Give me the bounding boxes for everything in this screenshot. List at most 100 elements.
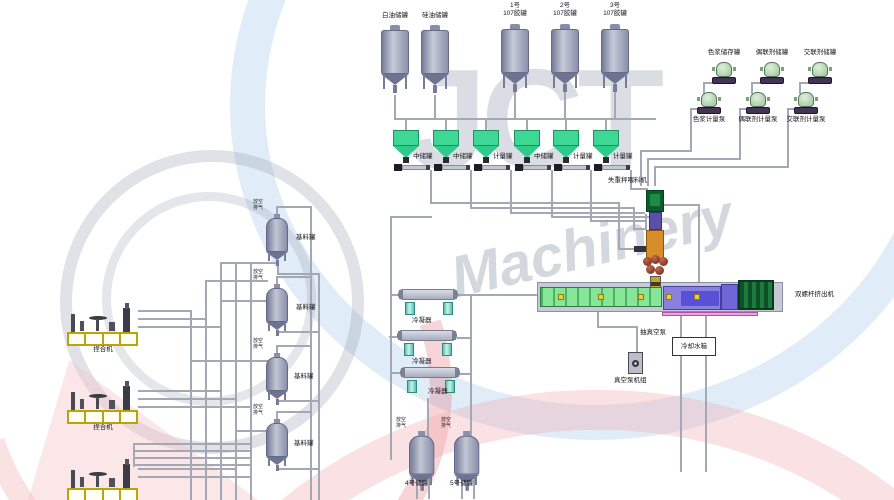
- pipe-segment: [133, 457, 252, 459]
- kneader-disc: [89, 316, 107, 320]
- pipe-segment: [654, 166, 656, 186]
- tank-vent-note: 放空排气: [253, 269, 264, 281]
- cooling-water-box: 冷却水箱: [672, 337, 716, 356]
- silo-cone: [381, 74, 409, 85]
- pipe-segment: [636, 326, 638, 352]
- pipe-segment: [739, 108, 749, 110]
- pipe-segment: [633, 228, 647, 230]
- hopper-label: 计量罐: [573, 153, 593, 160]
- pipe-segment: [618, 204, 620, 250]
- pump-dial: [632, 360, 639, 367]
- barrel-sensor: [558, 294, 564, 300]
- mixer-sphere: [646, 265, 655, 274]
- pipe-segment: [220, 300, 268, 302]
- pipe-segment: [138, 310, 192, 312]
- pump-head: [701, 92, 717, 107]
- silo-label: 107胶罐: [603, 10, 627, 17]
- pipe-segment: [276, 345, 278, 359]
- silo-cone: [421, 74, 449, 85]
- silo-label: 1号: [509, 2, 521, 9]
- pipe-segment: [434, 95, 436, 120]
- pump-base: [794, 107, 818, 114]
- mixer-sphere: [651, 255, 660, 264]
- pipe-segment: [276, 206, 278, 220]
- base-tank-label: 基料罐: [296, 234, 316, 241]
- screw-feeder: [523, 165, 549, 170]
- watermark-pink-wedge: [28, 360, 258, 500]
- hopper-5: [553, 130, 593, 174]
- dosing-unit: [808, 62, 832, 84]
- pipe-segment: [389, 336, 399, 338]
- condenser-cylinder: [404, 343, 414, 356]
- base-tank-label: 基料罐: [294, 440, 314, 447]
- pipe-segment: [277, 331, 320, 333]
- tank-vent-note: 放空排气: [253, 338, 264, 350]
- pipe-segment: [390, 372, 402, 374]
- condenser-cylinder: [445, 380, 455, 393]
- barrel-sensor: [598, 294, 604, 300]
- tank-vent-note: 放空排气: [441, 417, 452, 429]
- discharge-strip: [662, 312, 758, 316]
- pipe-segment: [705, 356, 707, 472]
- oil-silo-2: [421, 25, 449, 95]
- pipe-segment: [703, 82, 705, 94]
- condenser-label: 冷凝器: [428, 388, 448, 395]
- kneader-platform: [67, 488, 138, 500]
- pump-base: [697, 107, 721, 114]
- pipe-segment: [220, 262, 222, 500]
- base-tank-label: 基料罐: [294, 373, 314, 380]
- pipe-segment: [514, 92, 516, 120]
- pipe-segment: [310, 206, 312, 500]
- pump-label: 偶联剂计量泵: [738, 116, 778, 123]
- extruder-coupling: [721, 284, 738, 310]
- condenser-label: 冷凝器: [412, 358, 432, 365]
- pipe-segment: [276, 411, 312, 413]
- pipe-segment: [647, 158, 649, 186]
- pipe-segment: [526, 120, 528, 130]
- hopper-label: 计量罐: [613, 153, 633, 160]
- pipe-segment: [461, 477, 463, 499]
- pipe-segment: [787, 108, 789, 166]
- pipe-segment: [458, 294, 540, 296]
- pipe-segment: [133, 443, 135, 467]
- pipe-segment: [564, 92, 566, 120]
- pipe-segment: [205, 280, 207, 500]
- extruder-gearbox: [663, 286, 721, 310]
- pipe-segment: [630, 170, 632, 188]
- silo-label: 107胶罐: [553, 10, 577, 17]
- pipe-segment: [654, 204, 700, 206]
- feeder-machine-label: 失重秤喂料机: [608, 177, 647, 184]
- hopper-1: [393, 130, 433, 174]
- dosing-vessel: [716, 62, 732, 77]
- hopper-3: [473, 130, 513, 174]
- pipe-segment: [647, 158, 741, 160]
- pipe-segment: [654, 166, 789, 168]
- pipe-segment: [597, 308, 599, 326]
- mixer-sphere: [659, 257, 668, 266]
- dosing-unit: [712, 62, 736, 84]
- pipe-segment: [645, 214, 647, 230]
- pipe-segment: [470, 170, 472, 209]
- hopper-label: 中储罐: [413, 153, 433, 160]
- pipe-segment: [394, 118, 656, 120]
- pump-label: 交联剂计量泵: [786, 116, 826, 123]
- tank-vent-note: 放空排气: [253, 199, 264, 211]
- base-tank-4: [266, 419, 288, 471]
- rubber-silo-1: [501, 24, 529, 94]
- pipe-segment: [705, 315, 707, 337]
- silo-body: [381, 30, 409, 74]
- pipe-segment: [138, 318, 207, 320]
- silo-label: 白油储罐: [382, 12, 408, 19]
- tank-vent-note: 放空排气: [253, 404, 264, 416]
- oil-silo-1: [381, 25, 409, 95]
- dosing-tank-label: 交联剂储罐: [803, 49, 837, 56]
- product-tank-1: [409, 431, 435, 491]
- mixer-sphere: [655, 266, 664, 275]
- pipe-segment: [416, 477, 418, 499]
- metering-pump: [794, 92, 818, 114]
- pipe-segment: [138, 406, 252, 408]
- pipe-segment: [138, 390, 222, 392]
- pipe-segment: [787, 108, 797, 110]
- pipe-segment: [276, 206, 312, 208]
- feeder-valve-section: [649, 212, 662, 230]
